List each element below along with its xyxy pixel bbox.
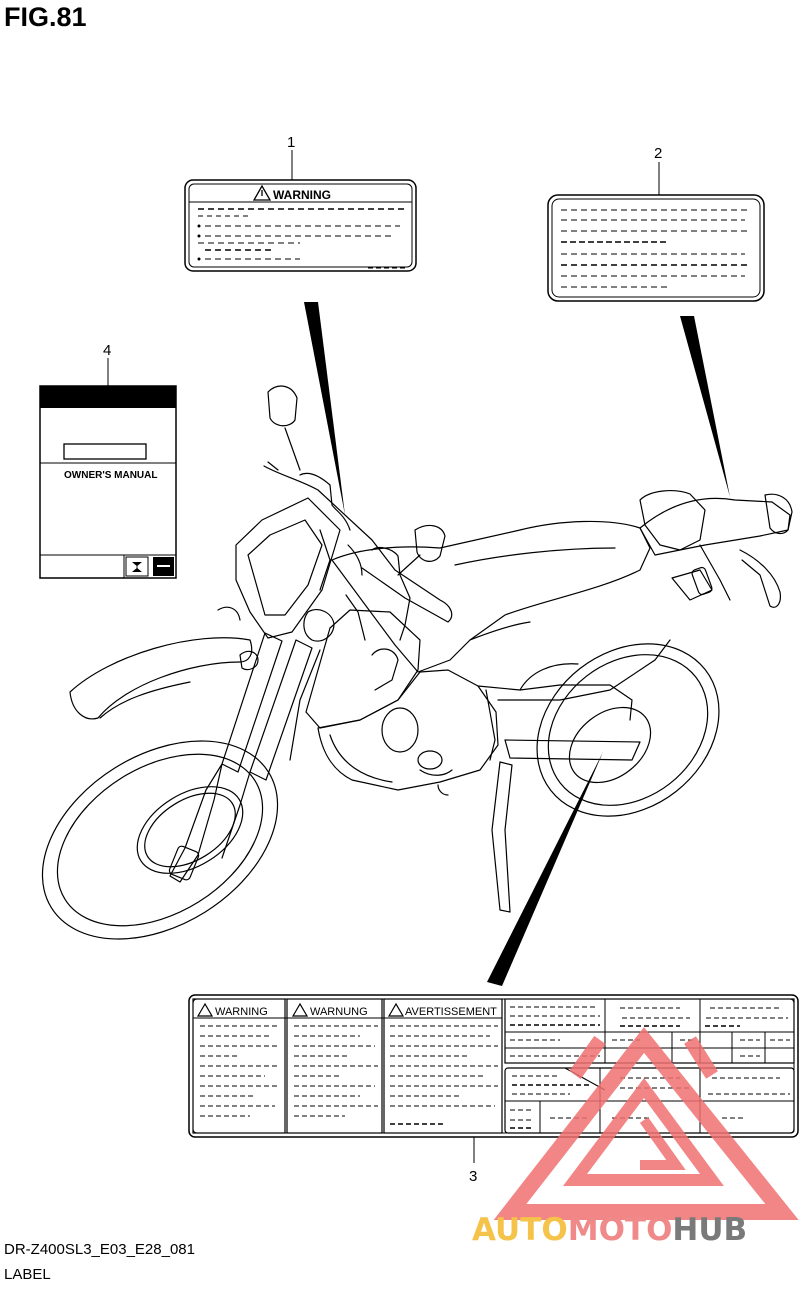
callout-1: 1 <box>287 134 295 151</box>
watermark-moto: MOTO <box>568 1212 673 1248</box>
figure-title: FIG.81 <box>4 2 87 32</box>
watermark-text: AUTOMOTOHUB <box>472 1212 747 1248</box>
warning-triangle-icon <box>387 1002 405 1017</box>
owners-manual-4[interactable]: OWNER'S MANUAL <box>39 358 177 579</box>
watermark-hub: HUB <box>672 1212 747 1248</box>
watermark-auto: AUTO <box>472 1212 568 1248</box>
label-3-section-de: WARNUNG <box>310 1006 368 1018</box>
warning-label-1[interactable]: WARNING <box>184 150 417 272</box>
leader-wedges <box>304 302 730 986</box>
warning-triangle-icon <box>252 184 272 201</box>
callout-4: 4 <box>103 342 111 359</box>
info-label-2[interactable] <box>547 162 765 302</box>
model-code: DR-Z400SL3_E03_E28_081 <box>4 1241 195 1258</box>
callout-3: 3 <box>469 1168 477 1185</box>
watermark-logo <box>493 1027 799 1220</box>
brand-logo-icon <box>125 556 149 577</box>
figure-caption: LABEL <box>4 1266 51 1283</box>
owners-manual-title: OWNER'S MANUAL <box>64 470 157 481</box>
multilingual-label-3[interactable]: WARNING WARNUNG AVERTISSEMENT <box>188 994 799 1163</box>
warning-label-1-header: WARNING <box>273 188 331 202</box>
callout-2: 2 <box>654 145 662 162</box>
motorcycle-drawing <box>41 385 793 940</box>
label-3-section-en: WARNING <box>215 1006 268 1018</box>
label-3-section-fr: AVERTISSEMENT <box>405 1006 497 1018</box>
warning-triangle-icon <box>196 1002 214 1017</box>
warning-triangle-icon <box>291 1002 309 1017</box>
